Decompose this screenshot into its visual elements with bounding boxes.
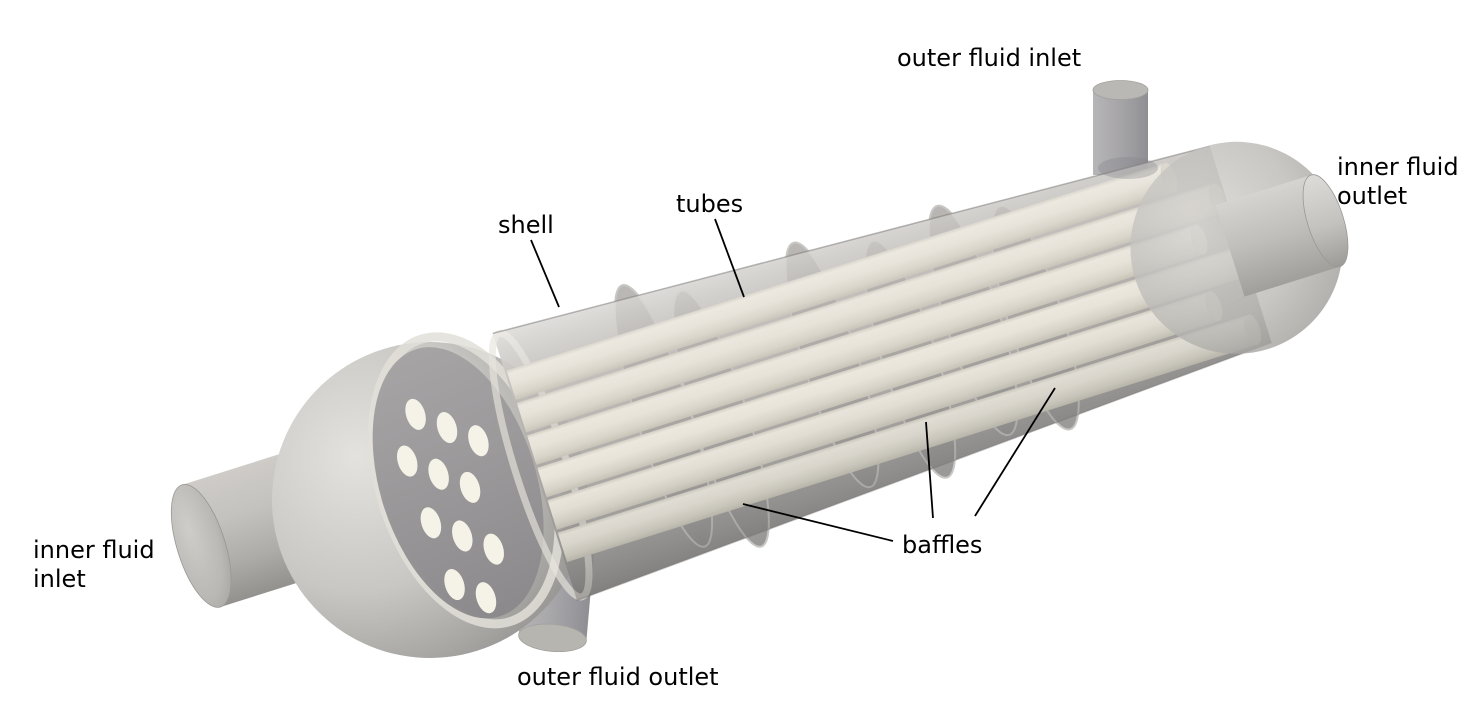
outer-fluid-inlet-nozzle bbox=[1092, 80, 1149, 175]
tube-sheet-hole bbox=[452, 520, 473, 552]
label-outer-fluid-outlet: outer fluid outlet bbox=[517, 663, 719, 691]
leader-line-baffle-middle bbox=[925, 421, 934, 519]
nozzle-body bbox=[1093, 90, 1148, 175]
nozzle-bottom-cap bbox=[518, 623, 587, 653]
leader-lines bbox=[530, 218, 1056, 542]
tube-sheet-hole bbox=[428, 458, 449, 490]
nozzle-end-cap bbox=[1302, 174, 1349, 268]
leader-line-baffle-left bbox=[742, 503, 894, 542]
shell-top-edge bbox=[492, 145, 1210, 335]
tube-sheet-hole bbox=[475, 582, 497, 614]
label-shell: shell bbox=[498, 211, 554, 239]
label-inner-fluid-inlet-line2: inlet bbox=[33, 565, 86, 593]
label-inner-fluid-inlet-line1: inner fluid bbox=[33, 536, 155, 564]
heat-exchanger-body bbox=[170, 141, 1349, 658]
shell-front-surface bbox=[492, 146, 1272, 601]
nozzle-top-cap bbox=[1092, 80, 1149, 100]
label-tubes: tubes bbox=[676, 190, 743, 218]
tube-sheet-hole bbox=[444, 569, 465, 601]
leader-line-baffle-right bbox=[974, 387, 1056, 517]
leader-line-shell bbox=[530, 239, 560, 308]
label-baffles: baffles bbox=[902, 531, 982, 559]
leader-line-tubes bbox=[714, 218, 745, 298]
tube-sheet-hole bbox=[396, 445, 418, 477]
label-outer-fluid-inlet: outer fluid inlet bbox=[897, 44, 1081, 72]
tube-sheet-holes bbox=[396, 398, 504, 614]
tube-sheet-hole bbox=[468, 425, 489, 457]
tube-sheet-hole bbox=[483, 533, 504, 565]
shell-bottom-edge bbox=[576, 341, 1272, 602]
inner-fluid-outlet-nozzle bbox=[1215, 174, 1349, 297]
label-inner-fluid-outlet-line1: inner fluid bbox=[1337, 153, 1459, 181]
tube-sheet-hole bbox=[436, 412, 458, 444]
label-inner-fluid-outlet-line2: outlet bbox=[1337, 182, 1407, 210]
tube-sheet-hole bbox=[405, 398, 426, 430]
pipe-end-cap bbox=[170, 484, 232, 608]
nozzle-base-shadow bbox=[1098, 157, 1158, 179]
tube-sheet-hole bbox=[459, 471, 481, 503]
tube-sheet-hole bbox=[420, 507, 442, 539]
